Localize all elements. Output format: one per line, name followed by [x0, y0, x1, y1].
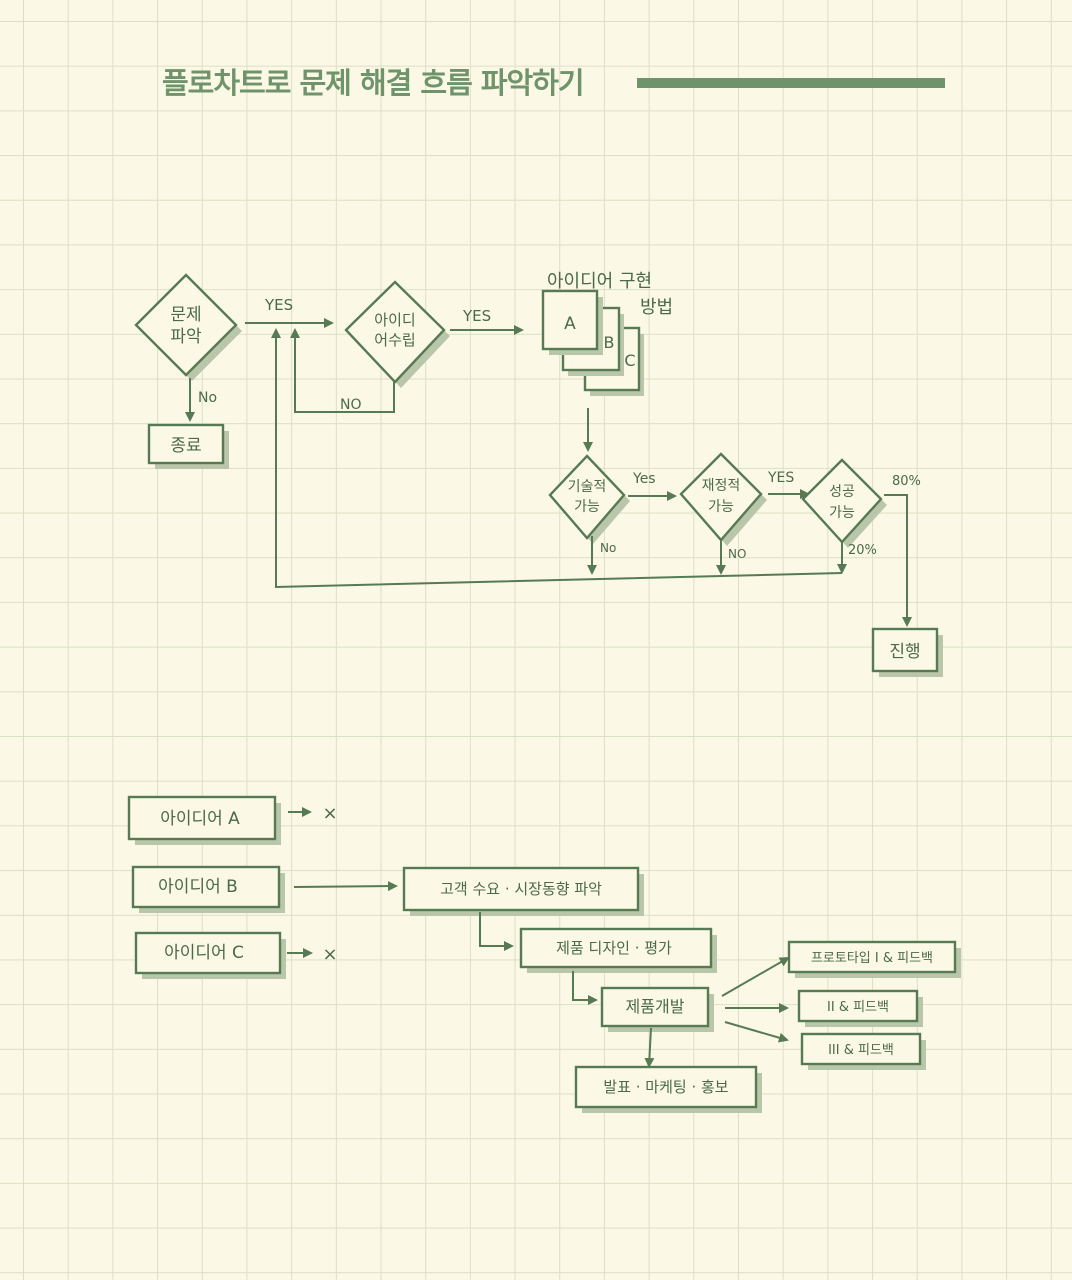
problem-diamond: 문제 파악 [134, 273, 242, 381]
arrow-develop-to-proto3 [724, 1021, 789, 1043]
page-title: 플로차트로 문제 해결 흐름 파악하기 [162, 66, 585, 100]
arrow-research-to-design [479, 912, 514, 951]
no-label-problem: No [198, 390, 217, 406]
finance-label-1: 재정적 [702, 478, 741, 494]
arrow-develop-to-proto1 [721, 957, 790, 997]
idea-a-box: 아이디어 A [127, 795, 281, 845]
end-label: 종료 [170, 436, 201, 456]
research-label: 고객 수요 · 시장동향 파악 [440, 880, 602, 898]
finance-diamond: 재정적 가능 [679, 452, 767, 546]
methods-label-2: 방법 [640, 297, 673, 318]
no-label-tech: No [600, 541, 616, 555]
launch-box: 발표 · 마케팅 · 홍보 [574, 1065, 762, 1113]
tech-label-1: 기술적 [568, 479, 607, 495]
end-box: 종료 [147, 423, 229, 469]
idea-a-label: 아이디어 A [160, 809, 240, 829]
yes-label-ideas: YES [462, 307, 491, 325]
pct-20-label: 20% [848, 543, 877, 558]
ideas-diamond: 아이디 어수립 [344, 280, 450, 388]
develop-label: 제품개발 [626, 997, 685, 1016]
success-label-1: 성공 [829, 484, 855, 500]
arrow-idea-b-to-research [293, 881, 398, 892]
design-label: 제품 디자인 · 평가 [556, 939, 672, 957]
arrow-ideas-loop-back [290, 328, 395, 413]
proto2-label: II & 피드백 [827, 1000, 889, 1015]
arrow-success-to-proceed [884, 494, 912, 627]
method-b-label: B [604, 333, 615, 352]
reject-mark-a: × [322, 803, 337, 824]
arrow-return-loop [271, 328, 843, 589]
idea-b-box: 아이디어 B [131, 865, 285, 913]
design-box: 제품 디자인 · 평가 [519, 927, 717, 973]
problem-label-2: 파악 [170, 327, 202, 347]
no-label-finance: NO [728, 547, 746, 561]
develop-box: 제품개발 [600, 986, 714, 1032]
proto1-label: 프로토타입 I & 피드백 [811, 951, 933, 966]
tech-diamond: 기술적 가능 [548, 454, 630, 544]
methods-label-1: 아이디어 구현 [547, 271, 652, 292]
research-box: 고객 수요 · 시장동향 파악 [402, 866, 644, 916]
proto3-box: III & 피드백 [800, 1032, 926, 1070]
method-a-box: A [541, 289, 603, 355]
reject-mark-c: × [322, 944, 337, 965]
proto2-box: II & 피드백 [797, 989, 923, 1027]
idea-b-label: 아이디어 B [158, 877, 238, 897]
problem-label-1: 문제 [170, 305, 201, 325]
success-diamond: 성공 가능 [801, 458, 887, 548]
ideas-label-2: 어수립 [374, 331, 415, 349]
method-a-label: A [564, 314, 576, 334]
success-label-2: 가능 [829, 505, 855, 521]
yes-label-tech: Yes [632, 471, 656, 487]
pct-80-label: 80% [892, 474, 921, 489]
proto3-label: III & 피드백 [828, 1043, 894, 1058]
proceed-label: 진행 [889, 642, 920, 662]
ideas-label-1: 아이디 [374, 311, 415, 329]
proceed-box: 진행 [871, 627, 943, 677]
method-c-label: C [624, 351, 635, 370]
title-underline [637, 78, 945, 88]
launch-label: 발표 · 마케팅 · 홍보 [603, 1078, 728, 1096]
tech-label-2: 가능 [574, 499, 600, 515]
finance-label-2: 가능 [708, 499, 734, 515]
arrow-design-to-develop [572, 971, 598, 1005]
no-label-ideas: NO [340, 397, 362, 413]
yes-label-problem: YES [264, 296, 293, 314]
arrow-develop-to-launch [644, 1027, 655, 1068]
idea-c-box: 아이디어 C [134, 931, 286, 979]
idea-c-label: 아이디어 C [164, 943, 244, 963]
proto1-box: 프로토타입 I & 피드백 [787, 940, 961, 978]
yes-label-finance: YES [767, 470, 794, 486]
